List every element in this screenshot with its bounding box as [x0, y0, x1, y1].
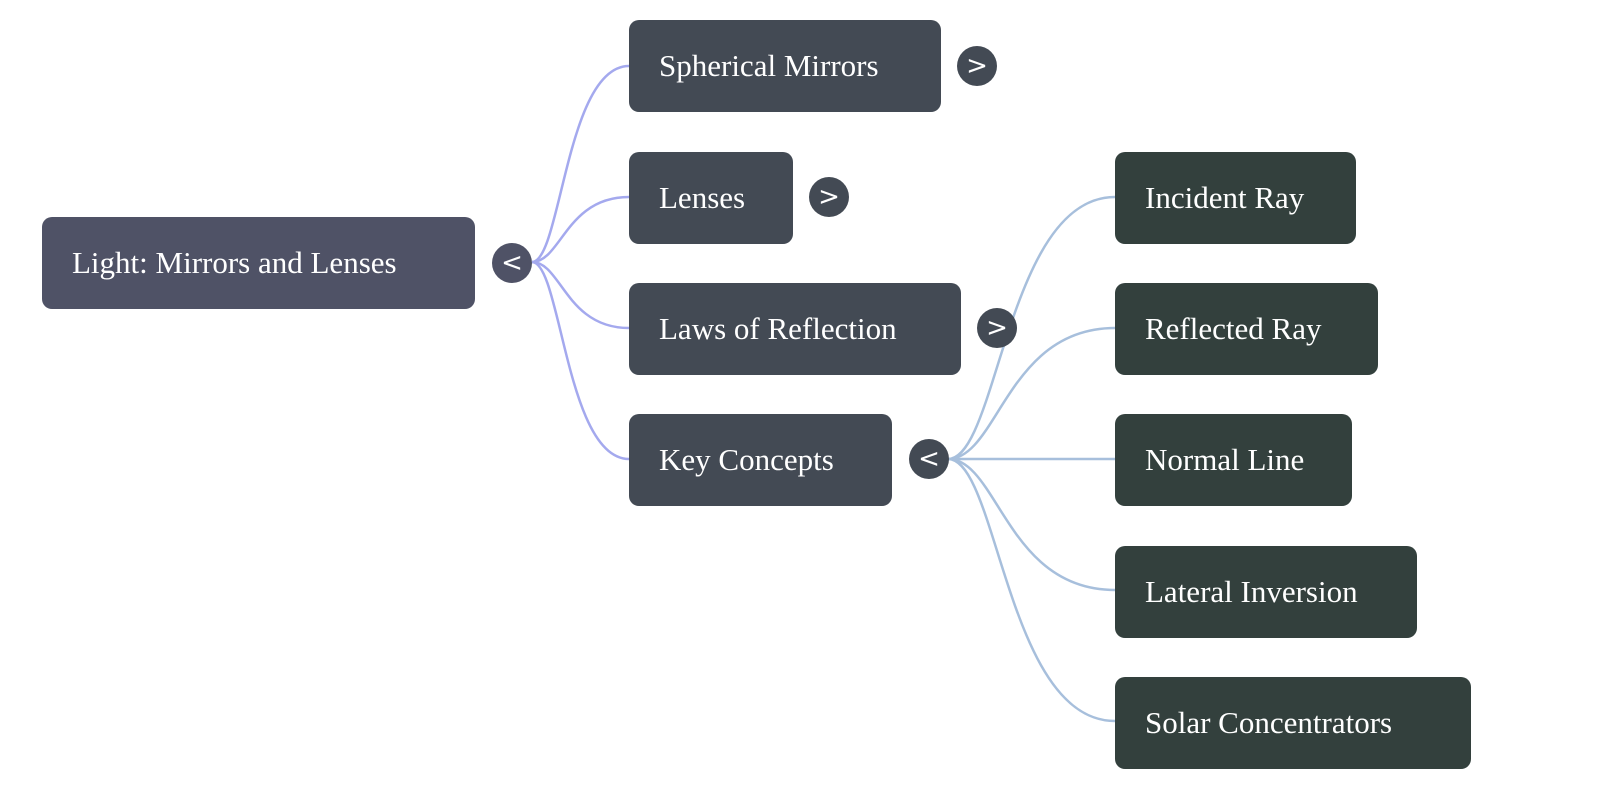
edge-root-to-laws-of-reflection	[531, 260, 630, 330]
leaf-label: Solar Concentrators	[1145, 705, 1393, 740]
edge-root-to-lenses	[531, 195, 630, 264]
collapse-toggle-root[interactable]: <	[492, 243, 532, 283]
chevron-right-icon: >	[966, 51, 988, 81]
branch-label: Key Concepts	[659, 442, 834, 477]
leaf-node-reflected-ray[interactable]: Reflected Ray	[1115, 283, 1378, 375]
chevron-left-icon: <	[501, 248, 523, 278]
edge-root-to-spherical-mirrors	[531, 64, 630, 264]
branch-node-lenses[interactable]: Lenses	[629, 152, 793, 244]
leaf-node-solar-concentrators[interactable]: Solar Concentrators	[1115, 677, 1471, 769]
edge-key-concepts-to-reflected-ray	[947, 326, 1116, 461]
chevron-right-icon: >	[986, 313, 1008, 343]
leaf-label: Lateral Inversion	[1145, 574, 1358, 609]
root-node-label: Light: Mirrors and Lenses	[72, 245, 397, 280]
expand-toggle-laws-of-reflection[interactable]: >	[977, 308, 1017, 348]
edge-key-concepts-to-lateral-inversion	[947, 457, 1116, 592]
branch-node-spherical-mirrors[interactable]: Spherical Mirrors	[629, 20, 941, 112]
expand-toggle-spherical-mirrors[interactable]: >	[957, 46, 997, 86]
edge-key-concepts-to-solar-concentrators	[947, 457, 1116, 723]
branch-label: Spherical Mirrors	[659, 48, 879, 83]
branch-node-laws-of-reflection[interactable]: Laws of Reflection	[629, 283, 961, 375]
branch-node-key-concepts[interactable]: Key Concepts	[629, 414, 892, 506]
leaf-label: Reflected Ray	[1145, 311, 1322, 346]
chevron-left-icon: <	[918, 444, 940, 474]
leaf-label: Normal Line	[1145, 442, 1305, 477]
expand-toggle-lenses[interactable]: >	[809, 177, 849, 217]
edge-root-to-key-concepts	[531, 260, 630, 461]
leaf-node-lateral-inversion[interactable]: Lateral Inversion	[1115, 546, 1417, 638]
leaf-label: Incident Ray	[1145, 180, 1305, 215]
leaf-node-normal-line[interactable]: Normal Line	[1115, 414, 1352, 506]
branch-label: Laws of Reflection	[659, 311, 897, 346]
root-node[interactable]: Light: Mirrors and Lenses	[42, 217, 475, 309]
collapse-toggle-key-concepts[interactable]: <	[909, 439, 949, 479]
branch-label: Lenses	[659, 180, 746, 215]
chevron-right-icon: >	[818, 182, 840, 212]
leaf-node-incident-ray[interactable]: Incident Ray	[1115, 152, 1356, 244]
edge-key-concepts-to-incident-ray	[947, 195, 1116, 461]
